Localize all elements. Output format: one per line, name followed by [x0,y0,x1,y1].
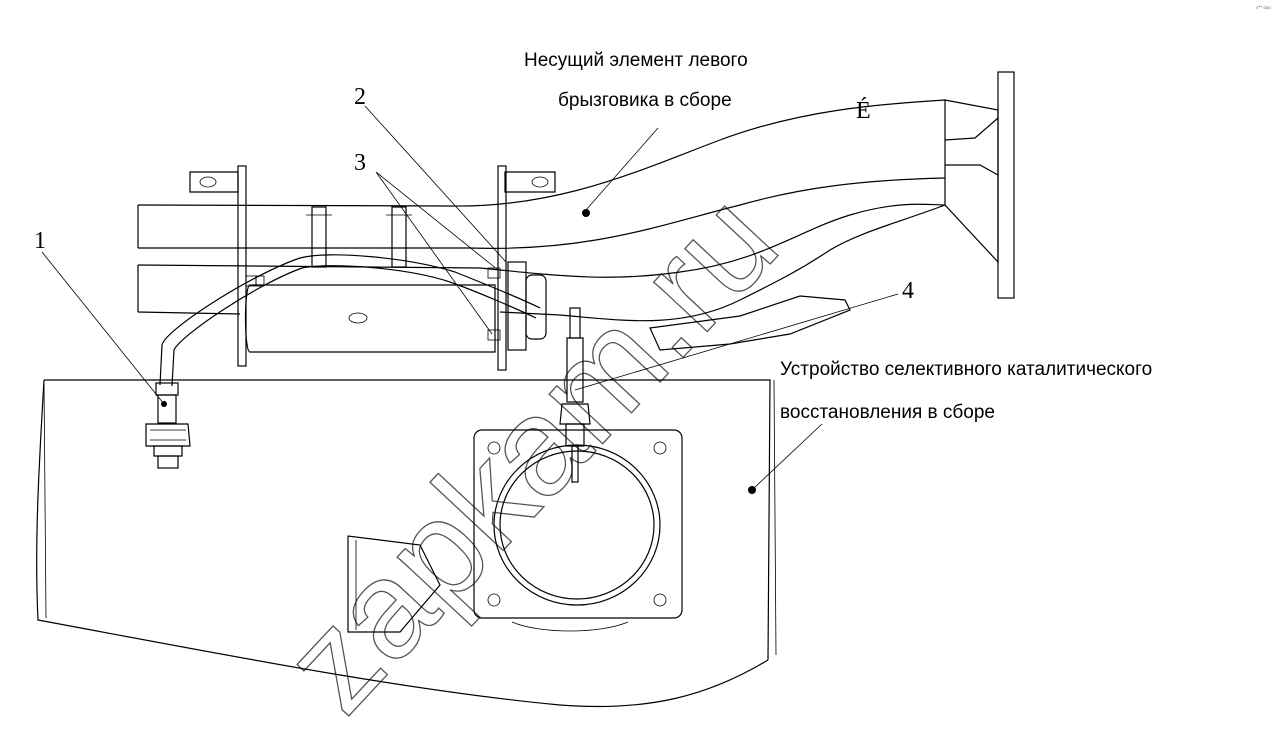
mudguard-label-line2: брызговика в сборе [558,90,732,111]
mudguard-support-assembly [137,71,1015,387]
callout-3: 3 [354,150,366,176]
callout-1: 1 [34,228,46,254]
callout-4: 4 [902,278,914,304]
accent-mark: É [856,98,871,124]
corner-mark: s** ooo [1256,5,1271,10]
deflector-plate [649,295,851,351]
callout-2: 2 [354,84,366,110]
watermark: zapkam.ru [254,164,807,742]
mudguard-label-line1: Несущий элемент левого [524,50,748,71]
scr-label-line2: восстановления в сборе [780,402,995,423]
sensor-1 [145,382,191,469]
watermark-text: zapkam.ru [254,164,806,740]
scr-device-body [36,379,777,708]
sensor-4 [559,307,591,483]
leader-lines [41,105,899,494]
scr-label-line1: Устройство селективного каталитического [780,359,1152,380]
